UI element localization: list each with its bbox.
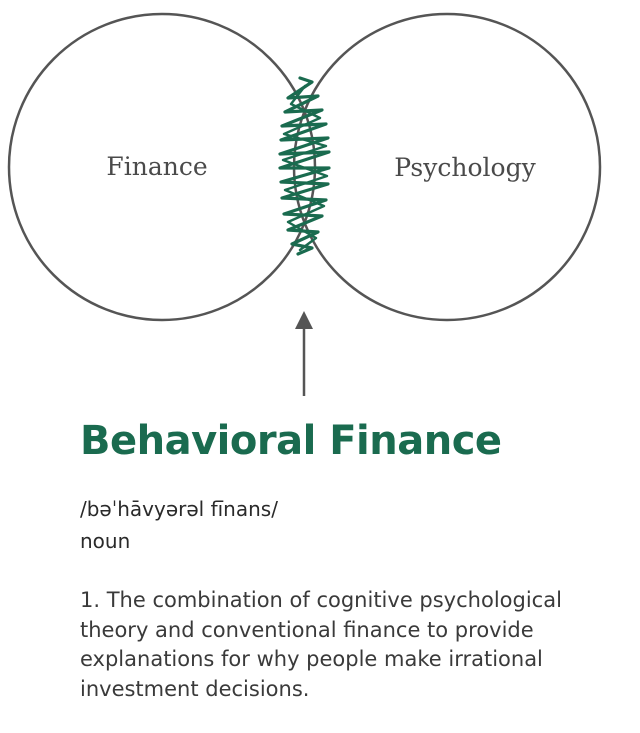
intersection-scribble-second-pass [281, 84, 329, 252]
definition-line: 1. The combination of cognitive psycholo… [80, 588, 562, 612]
term-title: Behavioral Finance [80, 418, 502, 464]
intersection-scribble [278, 76, 331, 256]
definition-line: investment decisions. [80, 676, 310, 701]
part-of-speech: noun [80, 529, 131, 553]
venn-diagram: Finance Psychology [7, 12, 602, 396]
pointer-arrow-head [295, 311, 313, 329]
pronunciation: /bəˈhāvyərəl fīnans/ [80, 497, 278, 521]
definition: 1. The combination of cognitive psycholo… [80, 586, 620, 704]
finance-label: Finance [106, 152, 207, 181]
psychology-label: Psychology [394, 153, 536, 182]
definition-line: theory and conventional finance to provi… [80, 617, 534, 642]
definition-line: explanations for why people make irratio… [80, 647, 543, 671]
